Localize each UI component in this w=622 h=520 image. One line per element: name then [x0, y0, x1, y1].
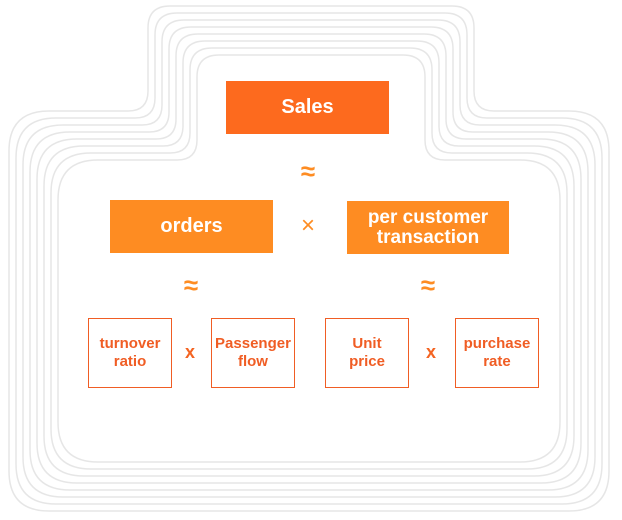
- purchase-rate-line1: purchase: [463, 335, 531, 352]
- turnover-ratio-line1: turnover: [99, 335, 161, 352]
- passenger-flow-box: Passenger flow: [211, 318, 295, 388]
- sales-box: Sales: [226, 81, 389, 134]
- outline-ring: [8, 5, 610, 512]
- purchase-rate-box: purchase rate: [455, 318, 539, 388]
- outline-ring: [15, 12, 603, 505]
- outline-ring: [43, 40, 575, 477]
- orders-box: orders: [110, 200, 273, 253]
- turnover-ratio-line2: ratio: [113, 353, 147, 370]
- multiply-symbol-orders-pct: ×: [300, 212, 315, 239]
- approx-symbol-orders: ≈: [183, 270, 199, 300]
- passenger-flow-line2: flow: [237, 353, 268, 370]
- multiply-symbol-left: x: [184, 342, 195, 362]
- sales-label: Sales: [281, 96, 334, 118]
- outline-ring: [57, 54, 561, 463]
- approx-symbol-pct: ≈: [420, 270, 436, 300]
- outline-ring: [22, 19, 596, 498]
- pct-line1: per customer: [367, 206, 489, 228]
- outline-ring: [50, 47, 568, 470]
- pct-line2: transaction: [376, 226, 480, 248]
- outline-ring: [36, 33, 582, 484]
- unit-price-box: Unit price: [325, 318, 409, 388]
- turnover-ratio-box: turnover ratio: [88, 318, 172, 388]
- multiply-symbol-right: x: [425, 342, 436, 362]
- outline-ring: [29, 26, 589, 491]
- passenger-flow-line1: Passenger: [215, 335, 291, 352]
- approx-symbol-sales: ≈: [300, 156, 316, 186]
- orders-label: orders: [160, 215, 223, 237]
- unit-price-line2: price: [349, 353, 385, 370]
- purchase-rate-line2: rate: [483, 353, 511, 370]
- unit-price-line1: Unit: [352, 335, 382, 352]
- per-customer-transaction-box: per customer transaction: [347, 201, 509, 254]
